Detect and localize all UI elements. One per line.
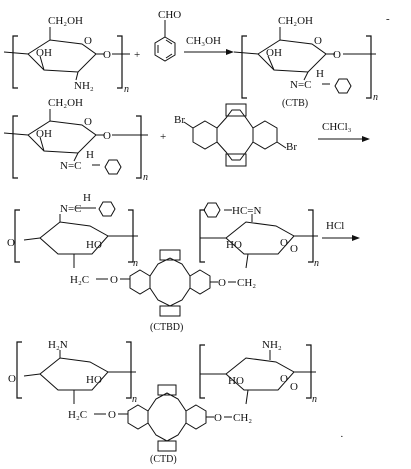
methylene-label: H₂C [70,274,89,286]
reagent-hcl: HCl [326,220,344,232]
glycosidic-oxygen-label: O [103,49,111,61]
glycosidic-oxygen-label: O [333,49,341,61]
plus-sign: + [134,49,140,61]
arrow-2: CHCl₃ [318,121,370,142]
ring-oxygen-label: O [280,237,288,249]
imine-label: HC=N [232,205,261,217]
hydroxyl-label: HO [86,239,102,251]
ring-oxygen-label: O [84,35,92,47]
repeat-n-label: n [124,84,129,95]
amine-label: NH₂ [74,80,94,92]
ether-oxygen-label: O [110,274,118,286]
methylene-label: CH₂ [237,277,256,289]
hydroxyl-label: HO [226,239,242,251]
compound-ctb-label: (CTB) [282,98,308,109]
reagent-chloroform: CHCl₃ [322,121,352,133]
methylene-label: CH₂ [233,412,252,424]
ctd-right-unit: NH₂ HO O O O CH₂ n [199,339,317,424]
glycosidic-oxygen-label: O [7,237,15,249]
ctb-unit: CH₂OH OH O O N=C H n (CTB) - [233,13,390,109]
aldehyde-label: CHO [158,9,181,21]
ctbd-crown-bridge [96,249,218,317]
arrow-1: CH₃OH [184,35,234,55]
benzaldehyde: CHO [154,9,181,62]
ether-oxygen-label: O [218,277,226,289]
imine-h-label: H [83,192,91,204]
plus-sign: + [160,131,166,143]
repeat-n-label: n [132,394,137,405]
imine-h-label: H [86,149,94,161]
glycosidic-oxygen-label: O [290,381,298,393]
amine-label: H₂N [48,339,68,351]
dibromo-dibenzo-crown-ether: Br Br [174,103,297,167]
dash-mark: - [386,13,390,25]
hydroxyl-label: HO [86,374,102,386]
imine-h-label: H [316,68,324,80]
hydroxyl-label: HO [228,375,244,387]
arrow-3: HCl [322,220,360,241]
bromine-right-label: Br [286,141,297,153]
compound-ctd-label: (CTD) [150,454,177,465]
ring-oxygen-label: O [84,116,92,128]
ctb-unit-reactant: CH₂OH OH O O N=C H n [3,97,148,183]
imine-label: N=C [60,160,81,172]
ctd-left-unit: H₂N HO O H₂C O n [8,339,137,421]
ether-oxygen-label: O [214,412,222,424]
ring-oxygen-label: O [314,35,322,47]
repeat-n-label: n [312,394,317,405]
hydroxyl-label: OH [266,47,282,59]
ether-oxygen-label: O [108,409,116,421]
amine-label: NH₂ [262,339,282,351]
compound-ctbd-label: (CTBD) [150,322,183,333]
glycosidic-oxygen-label: O [8,373,16,385]
ch2oh-label: CH₂OH [48,97,83,109]
ch2oh-label: CH₂OH [278,15,313,27]
ctbd-left-unit: N=C H HO O H₂C O n [7,192,138,286]
repeat-n-label: n [143,172,148,183]
chitosan-unit: CH₂OH OH O O NH₂ n [3,15,130,95]
imine-label: N=C [60,203,81,215]
hydroxyl-label: OH [36,47,52,59]
hydroxyl-label: OH [36,128,52,140]
ctd-crown-bridge [94,384,214,452]
repeat-n-label: n [314,258,319,269]
ctbd-right-unit: HC=N HO O O O CH₂ n [199,202,319,289]
bromine-left-label: Br [174,114,185,126]
imine-label: N=C [290,79,311,91]
glycosidic-oxygen-label: O [103,130,111,142]
repeat-n-label: n [133,258,138,269]
glycosidic-oxygen-label: O [290,243,298,255]
stray-dot: · [340,431,344,443]
methylene-label: H₂C [68,409,87,421]
repeat-n-label: n [373,92,378,103]
ch2oh-label: CH₂OH [48,15,83,27]
ring-oxygen-label: O [280,373,288,385]
reagent-methanol: CH₃OH [186,35,221,47]
